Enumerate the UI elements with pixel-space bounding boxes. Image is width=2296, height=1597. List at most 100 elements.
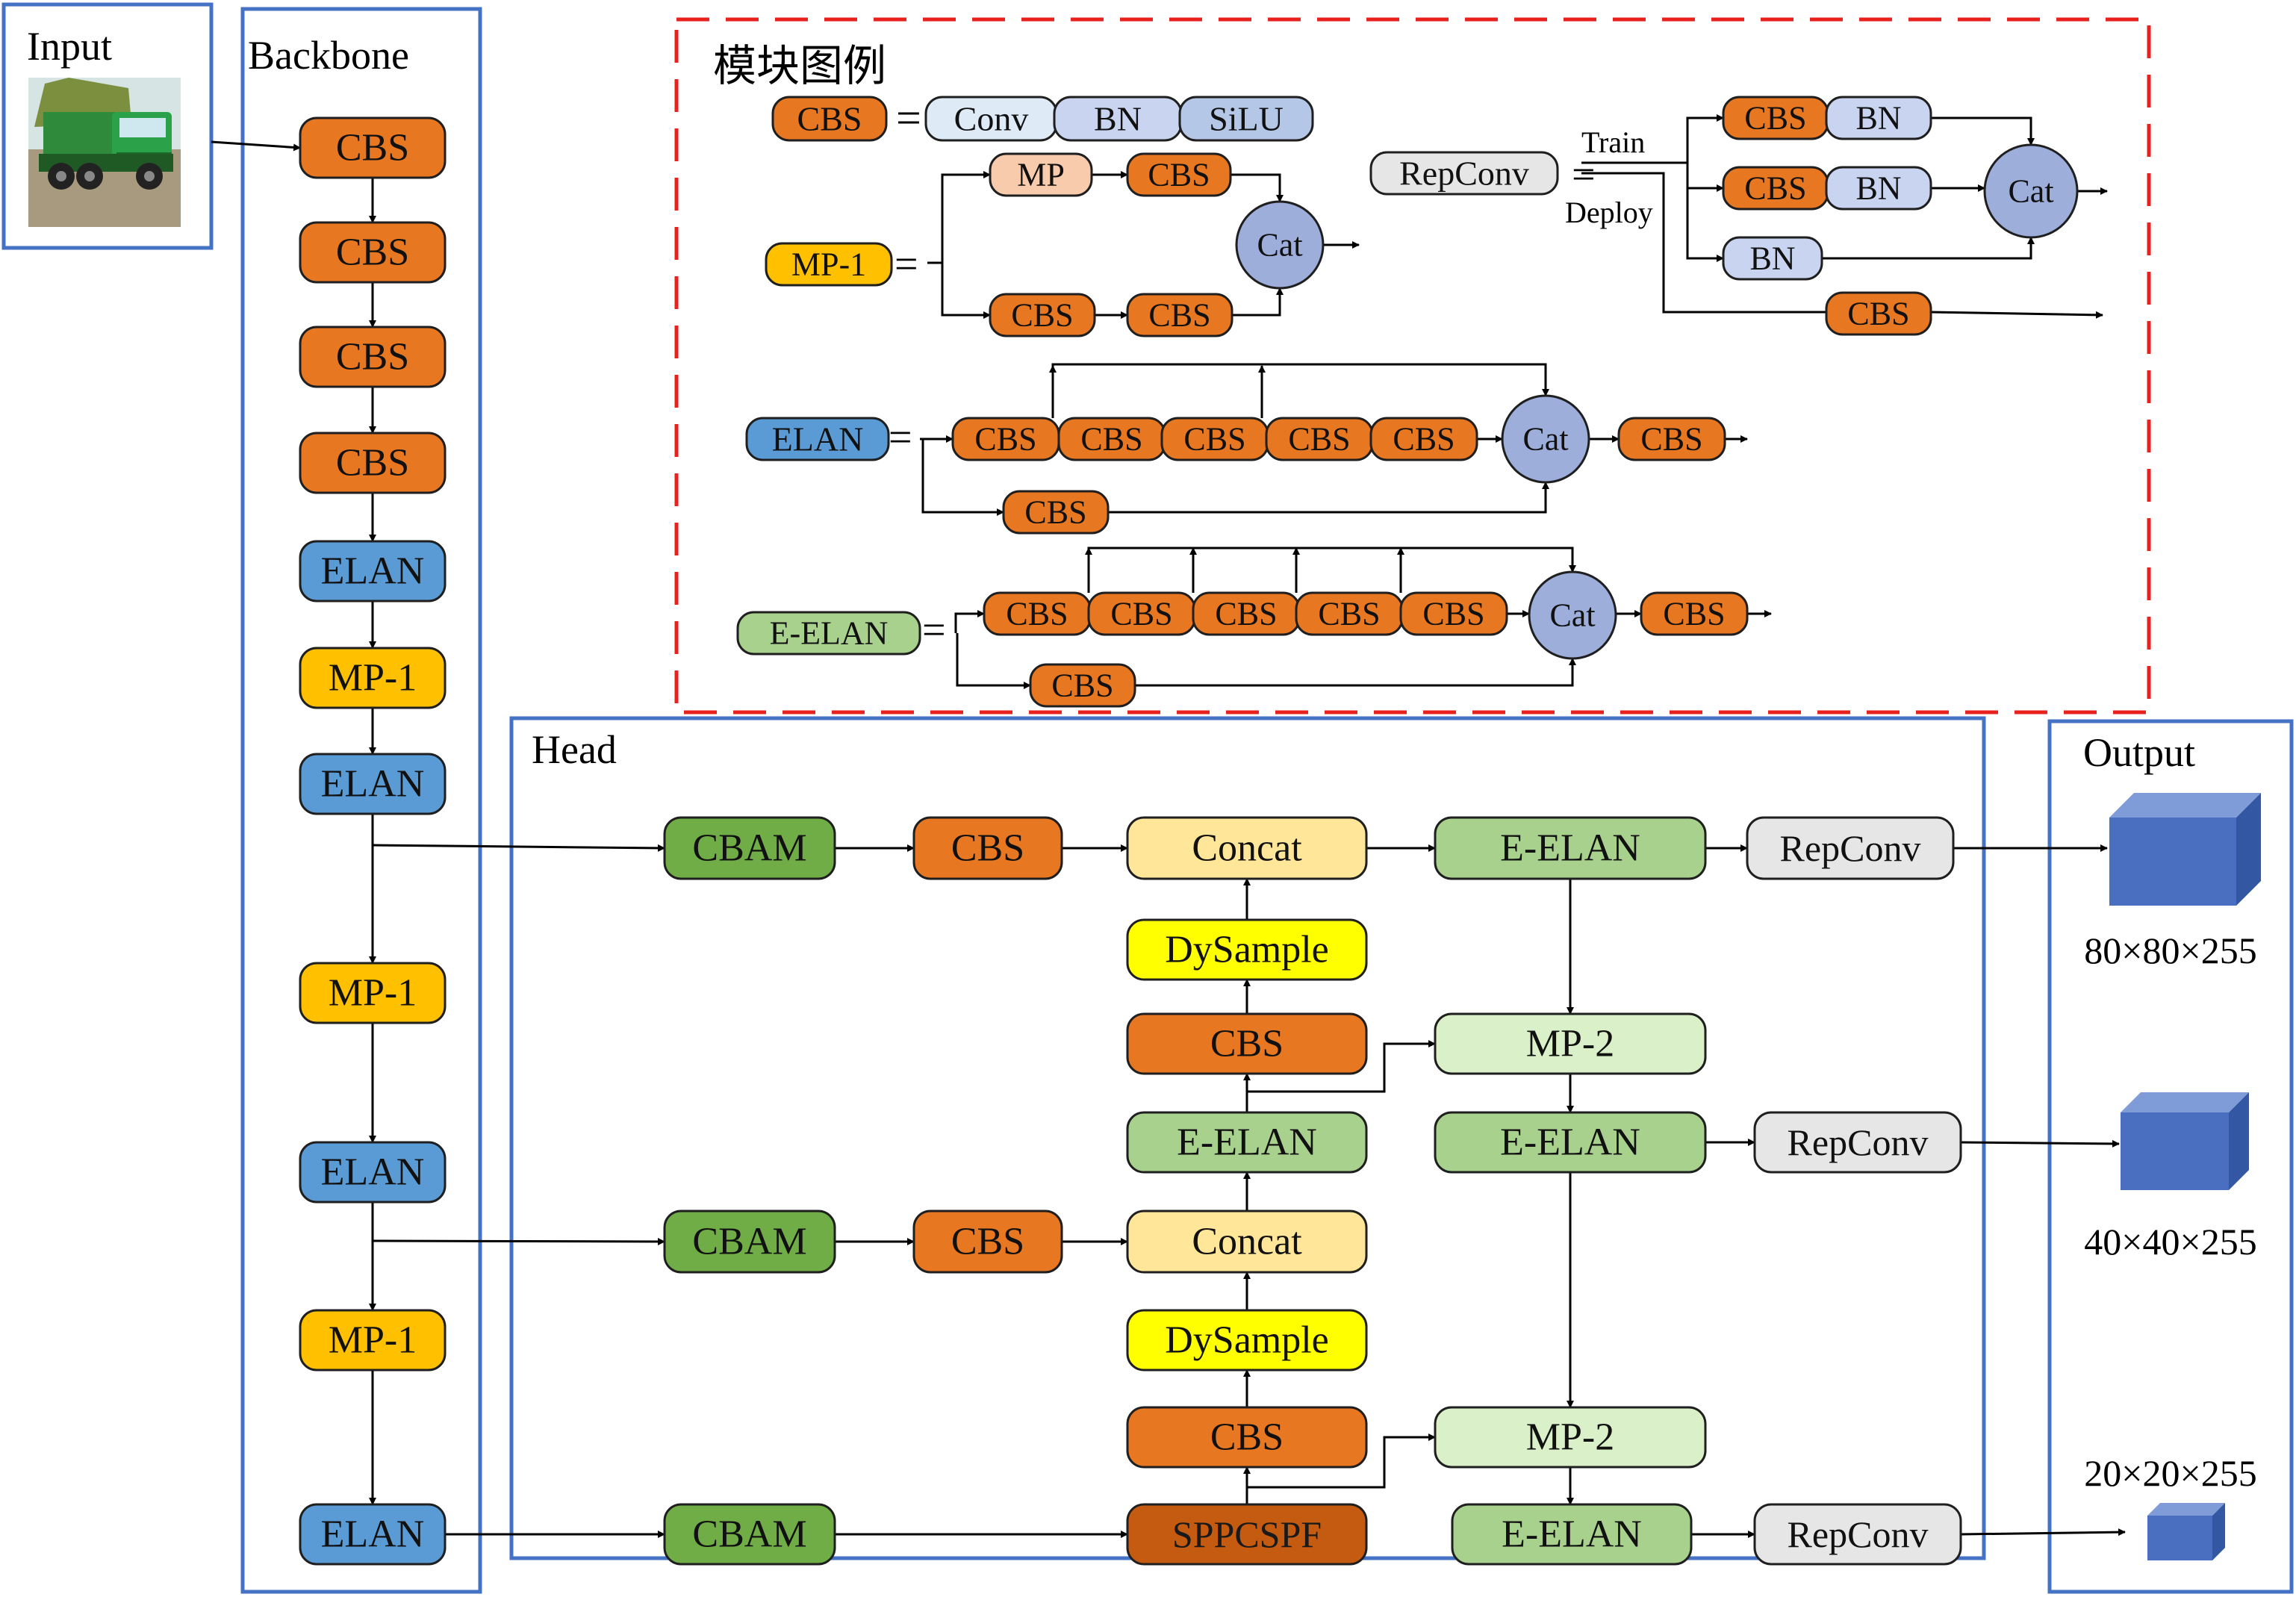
backbone-block-10-mp1: MP-1 [299, 1309, 447, 1372]
legend-mp1-cat: Cat [1235, 200, 1325, 290]
repconv3-to-output [1960, 1528, 2126, 1537]
head-cbs-2-label: CBS [1210, 1023, 1284, 1065]
output-label-80: 80×80×255 [2084, 930, 2256, 971]
head-repconv-1-label: RepConv [1780, 827, 1921, 869]
legend-rep-cbs-b-label: CBS [1744, 170, 1806, 207]
legend-eelan-cbs-side: CBS [1029, 663, 1136, 708]
head-cbs-1-label: CBS [951, 827, 1024, 870]
legend-mp1-label: MP-1 [791, 246, 866, 283]
legend-elan-cbs-3: CBS [1160, 417, 1269, 461]
backbone-block-1-cbs-label: CBS [336, 127, 409, 169]
legend-rep-cat: Cat [1983, 143, 2079, 239]
backbone-block-3-cbs-label: CBS [336, 336, 409, 379]
legend-eelan-cat: Cat [1528, 570, 1617, 660]
backbone-elan2-to-cbam1 [372, 844, 665, 852]
eelan-def-top [1087, 547, 1576, 593]
head-title: Head [532, 727, 617, 772]
backbone-block-4-cbs: CBS [299, 432, 447, 494]
backbone-block-3-cbs: CBS [299, 326, 447, 388]
head-cbam-3-label: CBAM [692, 1513, 806, 1556]
backbone-block-5-elan: ELAN [299, 540, 447, 603]
eelan-def-in [954, 610, 985, 633]
eelan-def-eq: = [922, 607, 946, 653]
repconv-train-top [1686, 114, 1724, 163]
legend-rep-cbs-a: CBS [1722, 96, 1829, 140]
repconv-train-bottom [1686, 188, 1724, 262]
head-eelan-2-label: E-ELAN [1177, 1121, 1317, 1164]
backbone-block-7-elan-label: ELAN [321, 763, 425, 806]
backbone-block-10-mp1-label: MP-1 [329, 1319, 417, 1362]
input-to-backbone-arrow [211, 140, 301, 152]
backbone-block-2-cbs: CBS [299, 221, 447, 284]
legend-mp1-cbs-a-label: CBS [1148, 157, 1210, 193]
output-label-40: 40×40×255 [2084, 1221, 2256, 1263]
input-title: Input [27, 24, 112, 69]
legend-title: 模块图例 [713, 42, 886, 90]
backbone-block-4-cbs-label: CBS [336, 442, 409, 485]
head-cbs-1: CBS [912, 816, 1063, 880]
legend-rep-bn-c: BN [1722, 236, 1823, 281]
head-concat-2-label: Concat [1192, 1221, 1302, 1263]
legend-elan-cbs-out-label: CBS [1640, 421, 1702, 458]
legend-eelan-cbs-4-label: CBS [1318, 596, 1380, 632]
elan-def-side-to-cat [1108, 482, 1549, 514]
head-eelan-1-label: E-ELAN [1500, 827, 1640, 870]
backbone-block-6-mp1: MP-1 [299, 647, 447, 709]
legend-mp1-cbs-c: CBS [1126, 293, 1233, 337]
output-tensor-40 [2121, 1092, 2249, 1190]
output-tensor-80 [2109, 793, 2261, 906]
legend-eelan-cat-label: Cat [1549, 597, 1595, 634]
legend-conv: Conv [924, 96, 1058, 142]
head-repconv-2: RepConv [1753, 1111, 1962, 1174]
backbone-block-11-elan-label: ELAN [321, 1513, 425, 1556]
head-cbam-3: CBAM [663, 1503, 836, 1566]
legend-elan-cbs-1-label: CBS [974, 421, 1036, 458]
backbone-block-1-cbs: CBS [299, 116, 447, 179]
head-repconv-1: RepConv [1746, 816, 1955, 880]
cbs-def-eq: = [896, 93, 921, 143]
mp1-def-eq: = [895, 241, 918, 287]
legend-mp1-cbs-c-label: CBS [1148, 297, 1210, 334]
legend-rep-cbs-b: CBS [1722, 166, 1829, 211]
head-concat-2: Concat [1126, 1210, 1368, 1274]
head-mp2-1: MP-2 [1434, 1012, 1707, 1075]
legend-elan-cbs-4: CBS [1265, 417, 1374, 461]
head-eelan-2: E-ELAN [1126, 1111, 1368, 1174]
backbone-block-5-elan-label: ELAN [321, 550, 425, 593]
legend-rep-bn-b: BN [1825, 166, 1932, 211]
legend-elan-cbs-1: CBS [951, 417, 1060, 461]
legend-silu: SiLU [1178, 96, 1314, 142]
legend-elan-cbs-3-label: CBS [1183, 421, 1245, 458]
head-cbs-3-label: CBS [951, 1221, 1024, 1263]
legend-mp1-cat-label: Cat [1257, 227, 1302, 264]
legend-bn-label: BN [1094, 100, 1142, 138]
repconv-train-mid [1686, 163, 1724, 192]
legend-silu-label: SiLU [1209, 100, 1284, 138]
backbone-block-8-mp1-label: MP-1 [329, 972, 417, 1015]
cbs2-to-mp2-1 [1247, 1040, 1436, 1093]
repconv-train-label: Train [1581, 125, 1645, 159]
head-cbam-2: CBAM [663, 1210, 836, 1274]
legend-mp1-mp: MP [989, 152, 1093, 197]
backbone-block-9-elan-label: ELAN [321, 1151, 425, 1194]
head-concat-1: Concat [1126, 816, 1368, 880]
repconv-deploy-out [1930, 311, 2103, 319]
legend-eelan-cbs-5: CBS [1399, 591, 1508, 636]
backbone-block-9-elan: ELAN [299, 1141, 447, 1204]
output-title: Output [2083, 730, 2195, 775]
elan-def-side-branch [921, 439, 1004, 516]
legend-eelan-cbs-3: CBS [1192, 591, 1301, 636]
legend-rep-bn-a: BN [1825, 96, 1932, 140]
legend-eelan-cbs-5-label: CBS [1422, 596, 1484, 632]
legend-eelan-cbs-out: CBS [1640, 591, 1749, 636]
head-eelan-4-label: E-ELAN [1502, 1513, 1642, 1556]
mp1-def-top-branch [941, 171, 991, 263]
head-eelan-4: E-ELAN [1451, 1503, 1693, 1566]
legend-elan-cbs-5-label: CBS [1393, 421, 1455, 458]
head-concat-1-label: Concat [1192, 827, 1302, 870]
legend-mp1-cbs-b-label: CBS [1011, 297, 1073, 334]
legend-conv-label: Conv [954, 100, 1029, 138]
legend-eelan-cbs-4: CBS [1295, 591, 1404, 636]
repconv-def-eq: = [1572, 152, 1596, 198]
